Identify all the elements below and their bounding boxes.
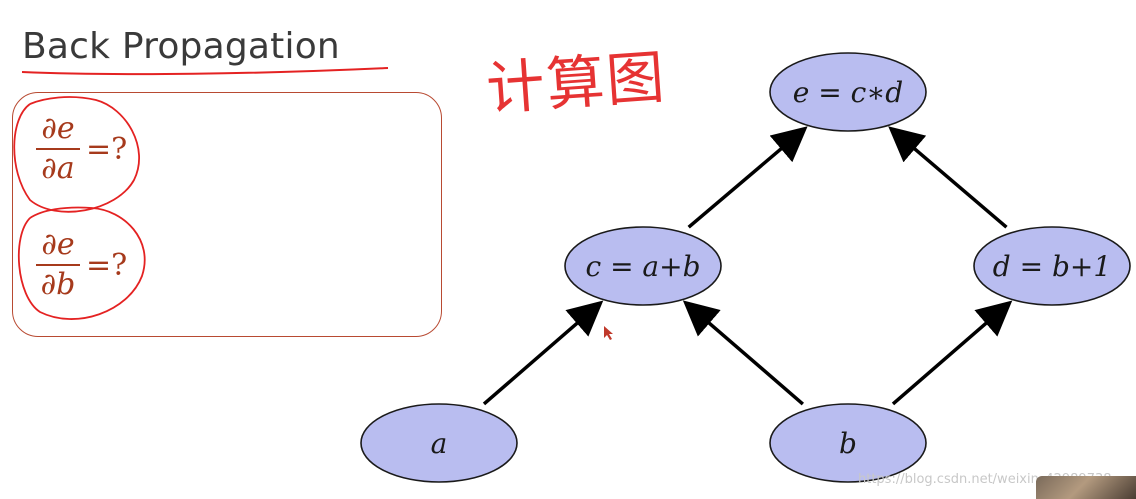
slide-title: Back Propagation [22,26,340,67]
question-2-suffix: =? [86,247,128,283]
question-2-numerator: ∂e [41,227,75,262]
edge-d-to-e [888,126,1008,229]
node-a-label: a [431,427,448,460]
node-c-ellipse [564,226,722,306]
question-2-denominator: ∂b [40,267,76,302]
node-e-ellipse [769,52,927,132]
node-d: d = b+1 [973,226,1131,306]
node-e: e = c∗d [769,52,927,132]
title-underline [21,67,389,76]
node-d-ellipse [973,226,1131,306]
question-de-db: ∂e ∂b =? [36,228,127,302]
edges [482,126,1013,406]
fraction-bar [36,148,80,150]
question-box [12,92,442,337]
question-1-denominator: ∂a [41,151,75,186]
cursor-icon [604,326,613,340]
node-c-label: c = a+b [585,250,700,283]
node-c: c = a+b [564,226,722,306]
annotation-circle-1 [13,96,140,213]
fraction-bar [36,264,80,266]
edge-b-to-c [682,300,805,406]
node-b-ellipse [769,403,927,483]
edge-b-to-d [891,300,1013,406]
annotation-circle-2 [18,206,146,320]
webcam-thumbnail [1036,476,1136,499]
question-1-suffix: =? [86,131,128,167]
edge-a-to-c [482,300,604,406]
question-1-numerator: ∂e [41,111,75,146]
question-de-da: ∂e ∂a =? [36,112,127,186]
node-a: a [360,403,518,483]
node-a-ellipse [360,403,518,483]
node-d-label: d = b+1 [993,250,1111,283]
node-b-label: b [839,427,857,460]
node-e-label: e = c∗d [793,76,903,109]
nodes: e = c∗d c = a+b d = b+1 a b [360,52,1131,483]
node-b: b [769,403,927,483]
edge-c-to-e [687,126,808,229]
